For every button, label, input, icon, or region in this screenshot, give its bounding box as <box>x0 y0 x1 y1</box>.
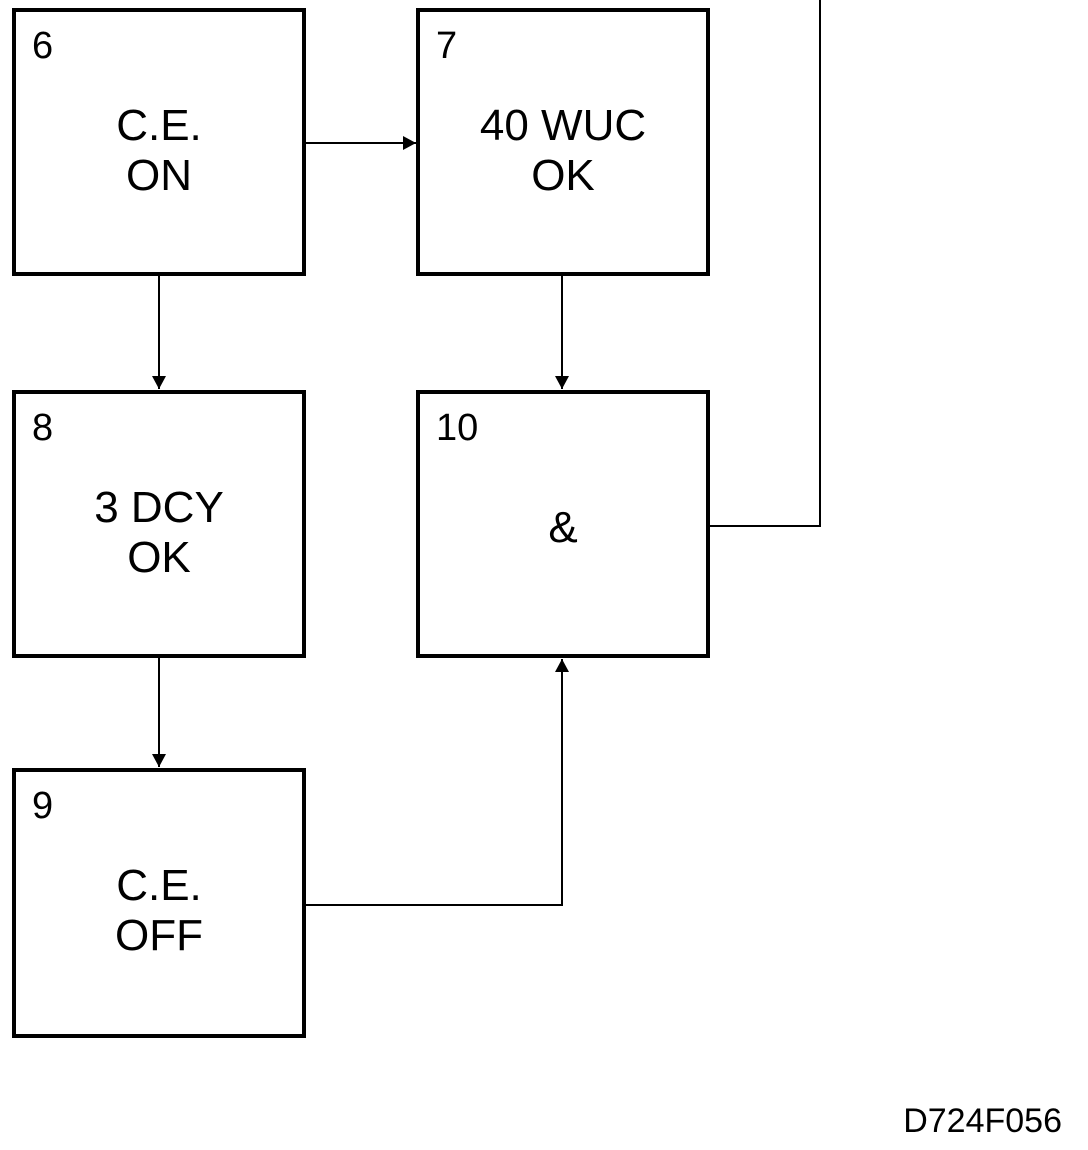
block-label-line: OK <box>531 151 595 200</box>
connector-6-to-7 <box>304 136 416 150</box>
block-label-line: OFF <box>115 911 203 960</box>
connector-8-to-9 <box>152 656 166 767</box>
block-7-frame <box>416 8 710 276</box>
block-10-frame <box>416 390 710 658</box>
block-10: 10 & <box>416 390 710 658</box>
block-number: 7 <box>436 25 457 67</box>
block-9: 9C.E.OFF <box>12 768 306 1038</box>
arrowhead <box>555 376 569 389</box>
connector-6-to-8 <box>152 274 166 389</box>
block-9-frame <box>12 768 306 1038</box>
block-number: 8 <box>32 407 53 449</box>
arrowhead <box>152 754 166 767</box>
connector-9-to-10 <box>304 659 569 906</box>
block-label-line: & <box>548 503 577 552</box>
arrowhead <box>403 136 416 150</box>
connector-line <box>304 659 563 906</box>
connector-10-to-off-page-top <box>708 0 821 527</box>
block-6: 6C.E.ON <box>12 8 306 276</box>
block-label-line: OK <box>127 533 191 582</box>
connectors <box>152 0 821 906</box>
figure-id: D724F056 <box>903 1102 1062 1140</box>
connector-7-to-10 <box>555 274 569 389</box>
connector-line <box>708 0 821 527</box>
block-label-line: ON <box>126 151 192 200</box>
block-number: 10 <box>436 407 478 449</box>
block-label-line: 3 DCY <box>94 483 224 532</box>
block-number: 6 <box>32 25 53 67</box>
block-label-line: C.E. <box>116 101 202 150</box>
block-label-line: C.E. <box>116 861 202 910</box>
block-number: 9 <box>32 785 53 827</box>
block-label-line: 40 WUC <box>480 101 646 150</box>
block-6-frame <box>12 8 306 276</box>
arrowhead <box>555 659 569 672</box>
arrowhead <box>152 376 166 389</box>
block-8-frame <box>12 390 306 658</box>
